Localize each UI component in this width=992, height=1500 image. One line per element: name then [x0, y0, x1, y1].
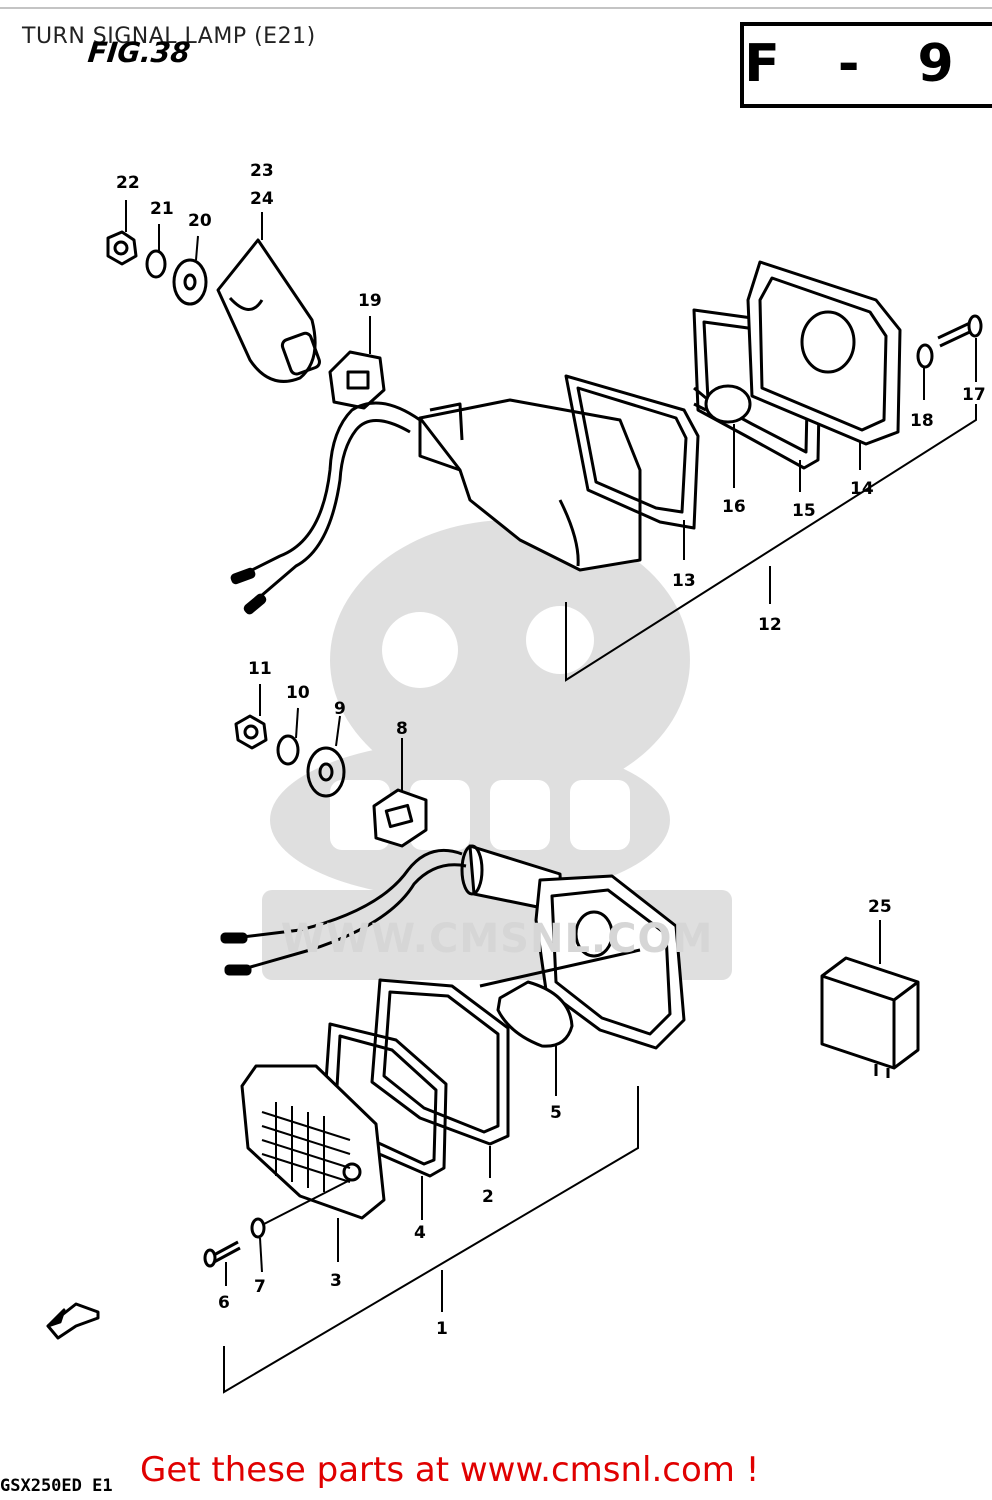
callout-15: 15	[792, 501, 816, 521]
lock-washer-part-10	[276, 734, 300, 766]
callout-7: 7	[254, 1277, 266, 1297]
callout-6: 6	[218, 1293, 230, 1313]
callout-2: 2	[482, 1187, 494, 1207]
callout-4: 4	[414, 1223, 426, 1243]
callout-25: 25	[868, 897, 892, 917]
front-signal-assembly	[46, 714, 920, 1340]
forward-arrow-icon	[46, 1302, 100, 1340]
watermark-url: WWW.CMSNL.COM	[280, 916, 714, 962]
callout-9: 9	[334, 699, 346, 719]
callout-10: 10	[286, 683, 310, 703]
callout-22: 22	[116, 173, 140, 193]
callout-18: 18	[910, 411, 934, 431]
lens-part-14	[746, 260, 902, 446]
bulb-part-5	[496, 980, 574, 1048]
get-parts-link[interactable]: Get these parts at www.cmsnl.com !	[140, 1450, 760, 1490]
relay-part-25	[820, 956, 920, 1070]
leader-lines	[125, 200, 977, 1394]
callout-23: 23	[250, 161, 274, 181]
callout-19: 19	[358, 291, 382, 311]
washer-part-18	[916, 343, 934, 369]
nut-part-11	[234, 714, 268, 750]
washer-part-20	[172, 258, 208, 306]
callout-16: 16	[722, 497, 746, 517]
callout-1: 1	[436, 1319, 448, 1339]
signal-housing-part-12	[418, 398, 642, 572]
callout-8: 8	[396, 719, 408, 739]
screw-part-17	[937, 320, 975, 348]
callout-17: 17	[962, 385, 986, 405]
rubber-boot-part-23-24	[216, 238, 317, 383]
callout-20: 20	[188, 211, 212, 231]
page-code: F - 9	[744, 34, 974, 94]
callout-13: 13	[672, 571, 696, 591]
watermark-logo-detail	[330, 606, 630, 850]
lock-washer-part-21	[145, 249, 167, 279]
washer-part-7	[250, 1217, 266, 1239]
callout-11: 11	[248, 659, 272, 679]
gasket-part-2	[370, 978, 510, 1146]
callout-14: 14	[850, 479, 874, 499]
model-code: GSX250ED E1	[0, 1476, 113, 1496]
nut-part-22	[106, 230, 138, 266]
wire-front	[233, 848, 463, 940]
figure-number: FIG.38	[86, 36, 192, 69]
gasket-part-13	[564, 374, 700, 530]
callout-21: 21	[150, 199, 174, 219]
grommet-part-19	[328, 350, 386, 410]
screw-part-6	[211, 1240, 241, 1264]
rear-signal-assembly	[106, 230, 983, 615]
page-code-box: F - 9	[740, 22, 992, 108]
washer-part-9	[306, 746, 346, 798]
callout-3: 3	[330, 1271, 342, 1291]
callouts: 22 21 20 23 24 19 13 12 16 15 14 18 17 1…	[116, 161, 986, 1339]
callout-5: 5	[550, 1103, 562, 1123]
wire-rear	[235, 401, 421, 580]
callout-12: 12	[758, 615, 782, 635]
diagram-caption: TURN SIGNAL LAMP (E21)	[22, 24, 316, 49]
bulb-part-16	[704, 384, 752, 424]
callout-24: 24	[250, 189, 274, 209]
grommet-part-8	[372, 788, 428, 848]
